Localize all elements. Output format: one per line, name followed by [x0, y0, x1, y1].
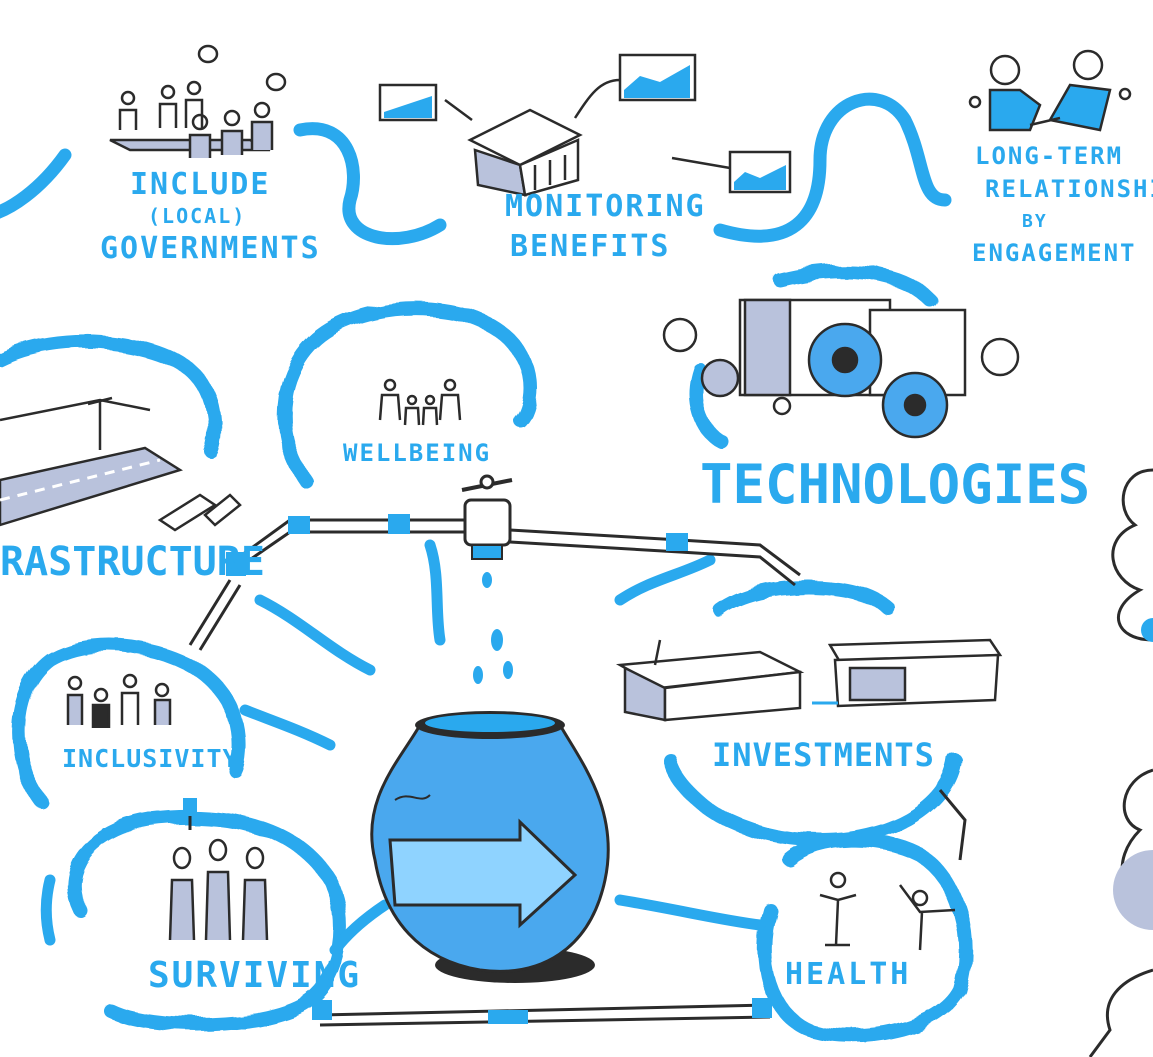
hut-icon — [467, 108, 583, 197]
water-pot-icon — [370, 711, 610, 983]
people-group-icon — [378, 378, 462, 426]
label-investments: Investments — [712, 736, 935, 774]
label-relationship: Relationship — [985, 175, 1153, 203]
inclusivity-cloud — [11, 638, 247, 807]
label-infrastructure: rastructure — [0, 539, 265, 585]
investments-cloud — [713, 580, 897, 617]
wellbeing-cloud — [277, 301, 537, 487]
cloud-blobs — [0, 264, 973, 1043]
water-tap-icon — [461, 474, 513, 560]
label-include: Include — [130, 167, 271, 202]
right-edge-cloud-outline — [1088, 468, 1153, 1057]
gears-icon — [662, 298, 1020, 439]
houses-icon — [615, 638, 1003, 722]
handshake-icon — [968, 49, 1132, 132]
happy-people-icon — [819, 871, 956, 951]
label-inclusivity: Inclusivity — [62, 744, 239, 773]
people-with-pots-icon — [168, 838, 269, 941]
label-long-term: Long-term — [975, 142, 1124, 170]
label-by: By — [1022, 211, 1048, 232]
label-wellbeing: Wellbeing — [343, 439, 492, 467]
road-icon — [0, 396, 242, 532]
top-connector-swooshes — [0, 92, 952, 246]
technologies-cloud — [773, 264, 937, 307]
label-surviving: Surviving — [148, 955, 362, 996]
infrastructure-cloud — [0, 334, 221, 457]
technologies-cloud-left — [689, 363, 727, 447]
accent-strokes — [40, 539, 766, 956]
right-edge-shadow — [1113, 850, 1153, 930]
water-drop-icon — [473, 572, 513, 684]
line-chart-icon — [378, 53, 792, 194]
right-edge-blue — [1141, 618, 1153, 642]
label-governments: Governments — [100, 231, 321, 266]
label-local: (Local) — [148, 204, 247, 228]
label-health: Health — [785, 957, 912, 992]
pipe-joints — [183, 514, 772, 1024]
health-cloud — [757, 833, 973, 1043]
inclusivity-people-icon — [66, 673, 172, 728]
label-engagement: Engagement — [972, 239, 1137, 267]
label-benefits: Benefits — [510, 229, 671, 264]
meeting-people-icon — [109, 44, 287, 158]
label-technologies: Technologies — [700, 453, 1091, 516]
surviving-cloud — [66, 810, 348, 1031]
label-monitoring: Monitoring — [505, 189, 706, 224]
